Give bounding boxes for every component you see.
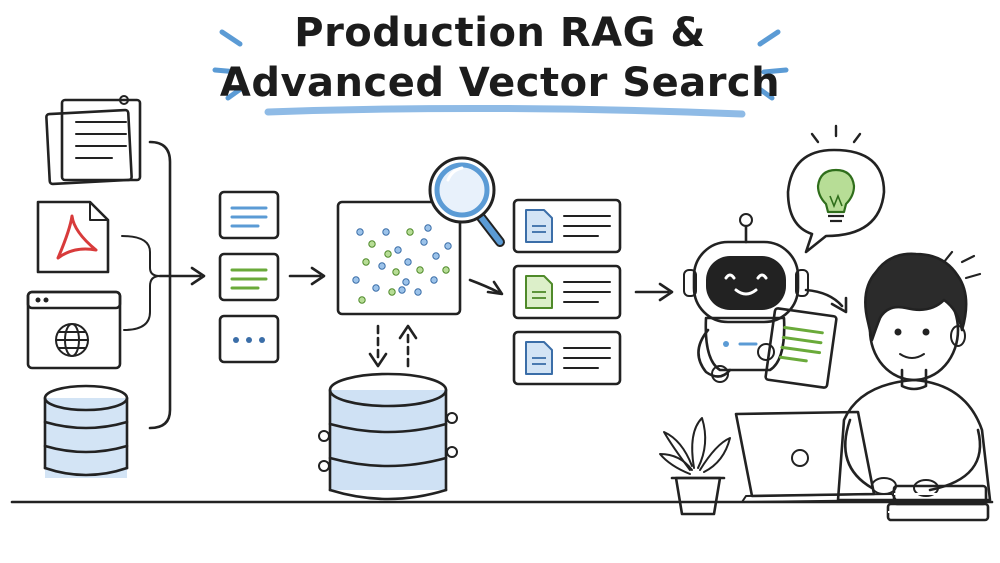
person-at-laptop-icon (836, 250, 992, 502)
embedding-point (388, 288, 396, 296)
embedding-point (430, 276, 438, 284)
retrieved-results (512, 198, 622, 386)
arrow-to-vectors (288, 266, 326, 286)
embedding-point (416, 266, 424, 274)
ellipsis-chunk-icon (218, 314, 280, 364)
embedding-point (378, 262, 386, 270)
answer-document-icon (757, 307, 838, 389)
green-chunk-icon (218, 252, 280, 302)
embedding-point (356, 228, 364, 236)
magnifying-glass-icon (428, 156, 505, 247)
arrow-to-robot (634, 282, 674, 302)
title-sparkles-left (212, 29, 245, 101)
robot-icon (683, 213, 809, 383)
title-sparkles-right (755, 29, 789, 101)
web-page-icon (26, 290, 122, 370)
embedding-point (352, 276, 360, 284)
title-underline (264, 104, 746, 118)
title-line-1: Production RAG & (294, 10, 706, 56)
database-icon (43, 384, 129, 478)
embedding-point (404, 258, 412, 266)
embedding-point (432, 252, 440, 260)
embedding-point (382, 228, 390, 236)
green-result-doc-icon (512, 264, 622, 320)
title-line-2: Advanced Vector Search (219, 60, 781, 106)
embedding-point (424, 224, 432, 232)
pdf-icon (36, 200, 110, 274)
embedding-point (368, 240, 376, 248)
blue-chunk-icon (218, 190, 280, 240)
ground-line (10, 499, 994, 504)
blue-result-doc-icon (512, 330, 622, 386)
sources-connector (121, 140, 206, 430)
arrow-to-results (468, 278, 504, 296)
embedding-point (398, 286, 406, 294)
potted-plant-icon (659, 417, 731, 516)
embedding-point (392, 268, 400, 276)
embedding-point (402, 278, 410, 286)
embedding-point (384, 250, 392, 258)
laptop-icon (734, 410, 897, 503)
blue-result-doc-icon (512, 198, 622, 254)
embedding-point (420, 238, 428, 246)
embedding-point (444, 242, 452, 250)
document-icon (45, 95, 142, 186)
embedding-point (442, 266, 450, 274)
arrow-to-user (804, 288, 848, 314)
lightbulb-icon (786, 124, 886, 254)
embedding-point (358, 296, 366, 304)
vector-database-icon (318, 372, 458, 501)
vector-db-arrows (368, 324, 418, 368)
embedding-scatter-icon (336, 200, 462, 316)
embedding-point (414, 288, 422, 296)
embedding-point (372, 284, 380, 292)
embedding-point (406, 228, 414, 236)
embedding-point (394, 246, 402, 254)
embedding-point (362, 258, 370, 266)
books-icon (886, 484, 990, 522)
